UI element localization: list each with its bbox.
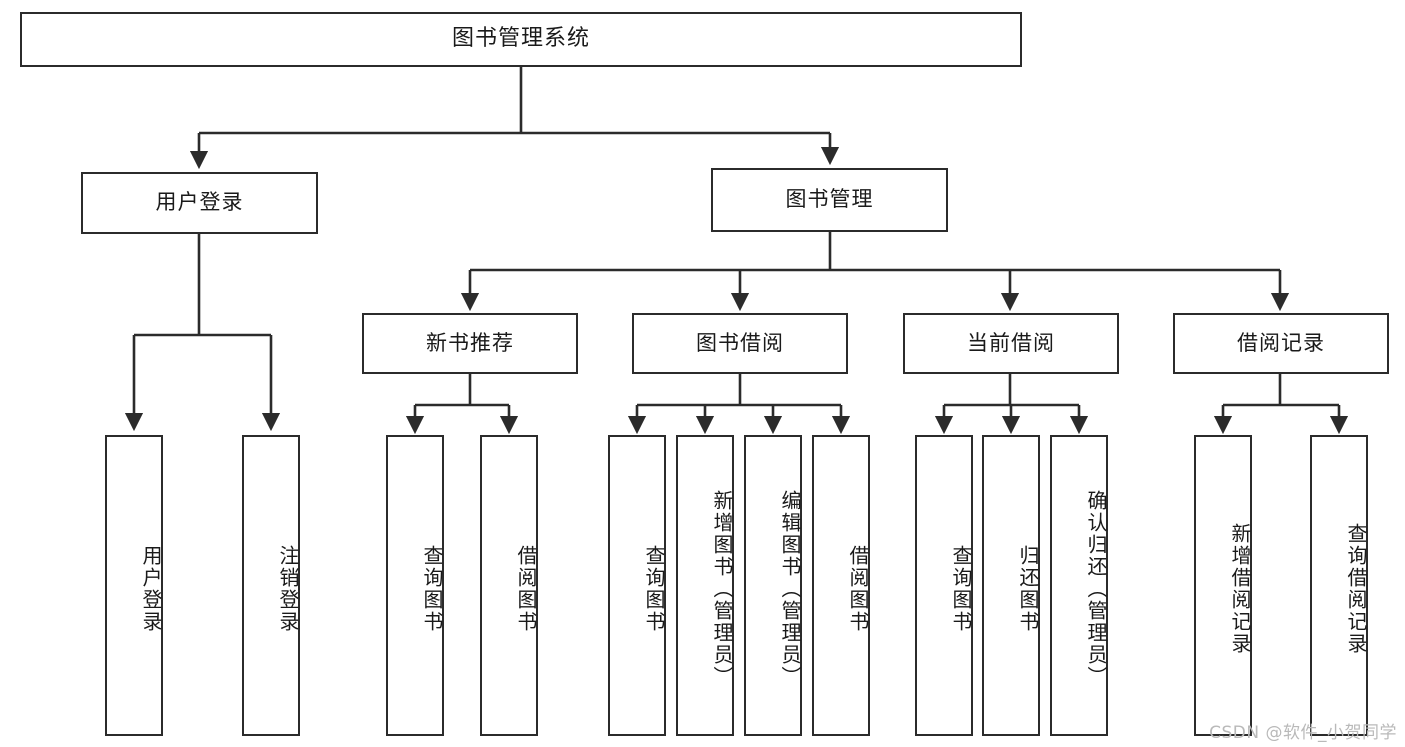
leaf-label: 查询借阅记录 (1344, 522, 1368, 655)
leaf-label: 新增图书（管理员） (710, 489, 734, 688)
leaf-label: 查询图书 (642, 544, 666, 633)
node-book-manage[interactable]: 图书管理 (711, 168, 948, 232)
node-new-book-recommend[interactable]: 新书推荐 (362, 313, 578, 374)
node-user-login[interactable]: 用户登录 (81, 172, 318, 234)
leaf-book-borrow-add-book[interactable]: 新增图书（管理员） (676, 435, 734, 736)
leaf-label: 确认归还（管理员） (1084, 489, 1108, 688)
leaf-user-login-logout[interactable]: 注销登录 (242, 435, 300, 736)
watermark: CSDN @软件_小贺同学 (1209, 723, 1397, 743)
leaf-borrow-record-query-record[interactable]: 查询借阅记录 (1310, 435, 1368, 736)
leaf-label: 注销登录 (276, 544, 300, 633)
leaf-label: 查询图书 (949, 544, 973, 633)
leaf-label: 借阅图书 (846, 544, 870, 633)
leaf-label: 归还图书 (1016, 544, 1040, 633)
node-user-login-label: 用户登录 (155, 190, 244, 215)
node-book-manage-label: 图书管理 (785, 187, 874, 212)
leaf-label: 用户登录 (139, 544, 163, 633)
node-current-borrow[interactable]: 当前借阅 (903, 313, 1119, 374)
leaf-book-borrow-borrow-book[interactable]: 借阅图书 (812, 435, 870, 736)
leaf-book-borrow-query-book[interactable]: 查询图书 (608, 435, 666, 736)
leaf-current-borrow-return-book[interactable]: 归还图书 (982, 435, 1040, 736)
node-borrow-record-label: 借阅记录 (1237, 330, 1325, 355)
node-book-borrow[interactable]: 图书借阅 (632, 313, 848, 374)
leaf-label: 编辑图书（管理员） (778, 489, 802, 688)
leaf-borrow-record-add-record[interactable]: 新增借阅记录 (1194, 435, 1252, 736)
leaf-label: 借阅图书 (514, 544, 538, 633)
node-current-borrow-label: 当前借阅 (967, 330, 1055, 355)
node-new-book-recommend-label: 新书推荐 (426, 330, 514, 355)
leaf-user-login-login[interactable]: 用户登录 (105, 435, 163, 736)
leaf-book-borrow-edit-book[interactable]: 编辑图书（管理员） (744, 435, 802, 736)
node-borrow-record[interactable]: 借阅记录 (1173, 313, 1389, 374)
leaf-new-book-borrow-book[interactable]: 借阅图书 (480, 435, 538, 736)
leaf-label: 查询图书 (420, 544, 444, 633)
leaf-new-book-query-book[interactable]: 查询图书 (386, 435, 444, 736)
node-root-system[interactable]: 图书管理系统 (20, 12, 1022, 67)
leaf-label: 新增借阅记录 (1228, 522, 1252, 655)
leaf-current-borrow-confirm-return[interactable]: 确认归还（管理员） (1050, 435, 1108, 736)
node-book-borrow-label: 图书借阅 (696, 330, 784, 355)
node-root-label: 图书管理系统 (451, 26, 590, 52)
leaf-current-borrow-query-book[interactable]: 查询图书 (915, 435, 973, 736)
